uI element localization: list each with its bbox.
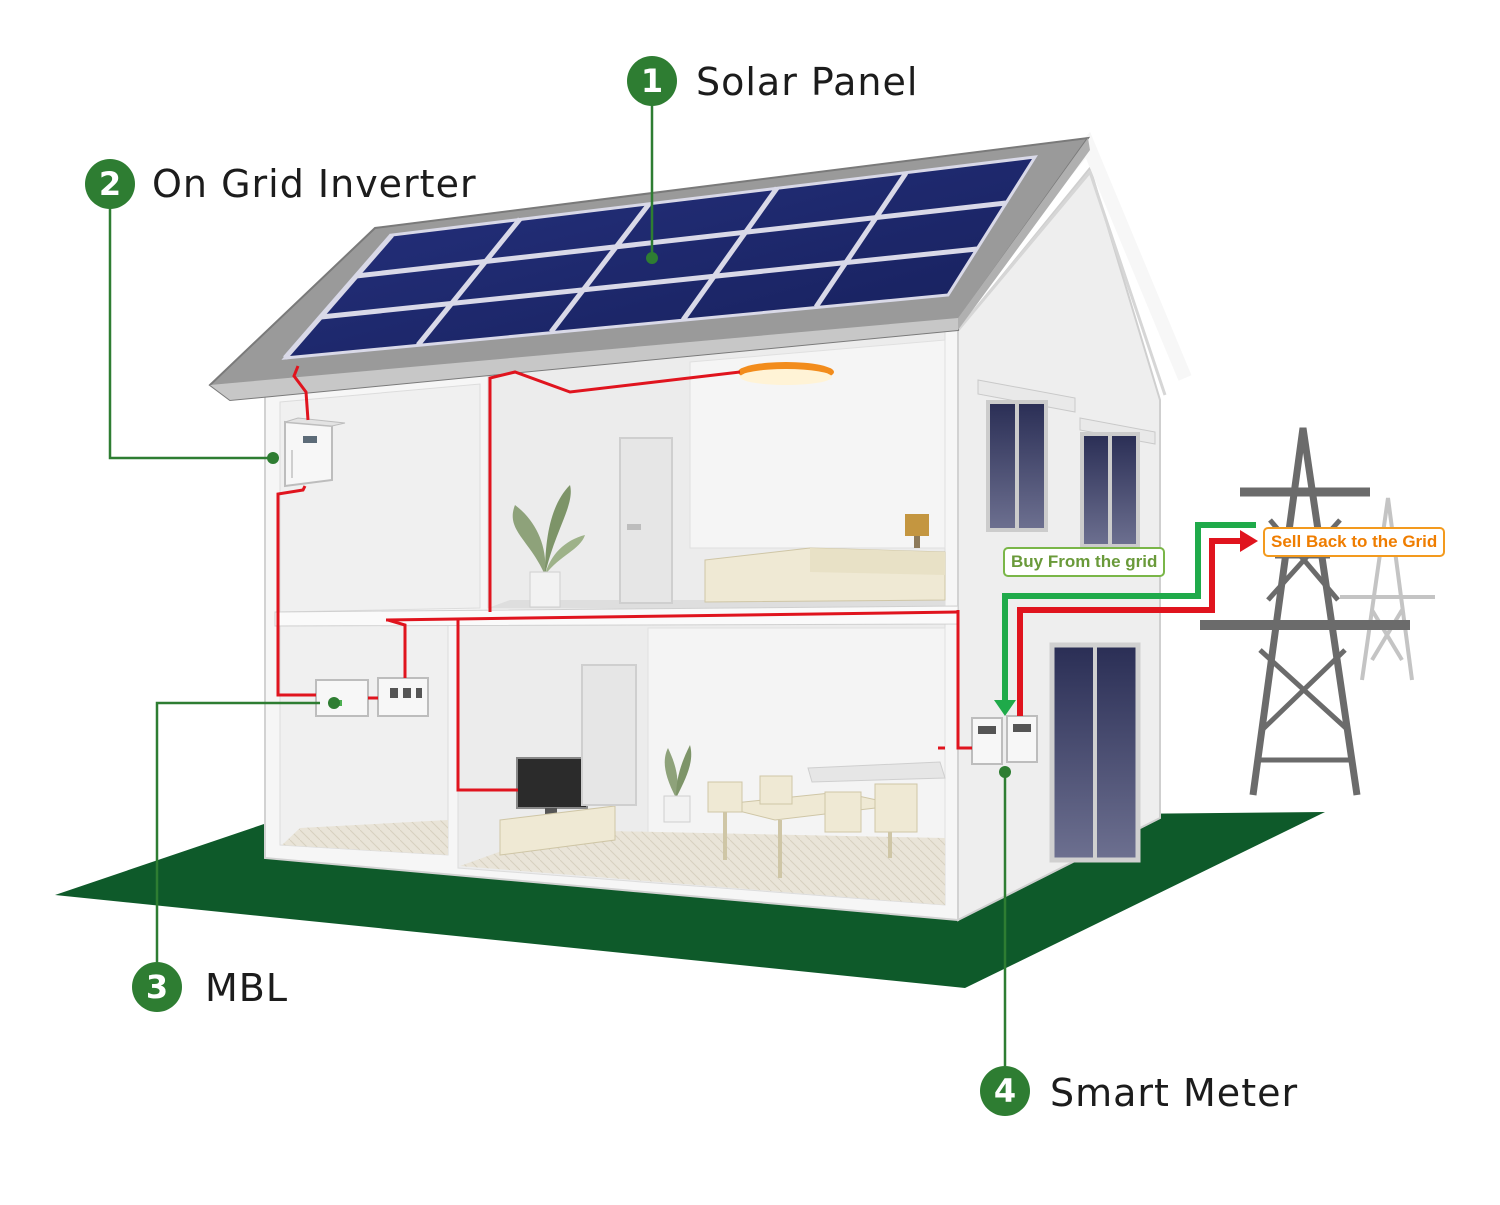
- lower-left-room: [279, 621, 449, 856]
- plant-icon: [512, 485, 585, 608]
- power-pylon-icon: [1200, 427, 1410, 796]
- upper-door: [619, 437, 673, 604]
- callout-4-label: Smart Meter: [1050, 1071, 1299, 1115]
- upper-side-window-2: [1079, 417, 1156, 548]
- callout-3-label: MBL: [205, 966, 289, 1010]
- upper-side-window-1: [977, 379, 1076, 532]
- tv-icon: [499, 757, 616, 856]
- callout-2-badge: 2: [85, 159, 135, 209]
- ceiling-lamp-icon: [738, 362, 834, 385]
- side-glass-door: [1049, 642, 1141, 863]
- lower-door: [581, 664, 637, 806]
- callout-leaders: [108, 105, 1007, 1066]
- buy-from-grid-tag: Buy From the grid: [1003, 547, 1166, 577]
- dining-set: [707, 775, 918, 878]
- plant-icon: [663, 745, 692, 823]
- inverter-icon: [284, 417, 346, 488]
- mbl-box-icon: [315, 677, 429, 717]
- callout-3-badge: 3: [132, 962, 182, 1012]
- solar-panel-icon: [281, 155, 1038, 360]
- bed: [704, 514, 946, 603]
- sell-back-to-grid-tag: Sell Back to the Grid: [1263, 527, 1446, 557]
- smart-meter-icon: [971, 715, 1038, 765]
- wiring: [276, 365, 972, 792]
- callout-4-badge: 4: [980, 1066, 1030, 1116]
- callout-1-badge: 1: [627, 56, 677, 106]
- upper-left-room: [279, 383, 481, 613]
- sell-to-grid-arrow: [1017, 530, 1258, 716]
- power-pylon-icon: [1340, 497, 1435, 681]
- callout-1-label: Solar Panel: [696, 60, 919, 104]
- buy-from-grid-arrow: [994, 522, 1256, 716]
- callout-2-label: On Grid Inverter: [152, 162, 477, 206]
- callout-dots: [267, 252, 1011, 778]
